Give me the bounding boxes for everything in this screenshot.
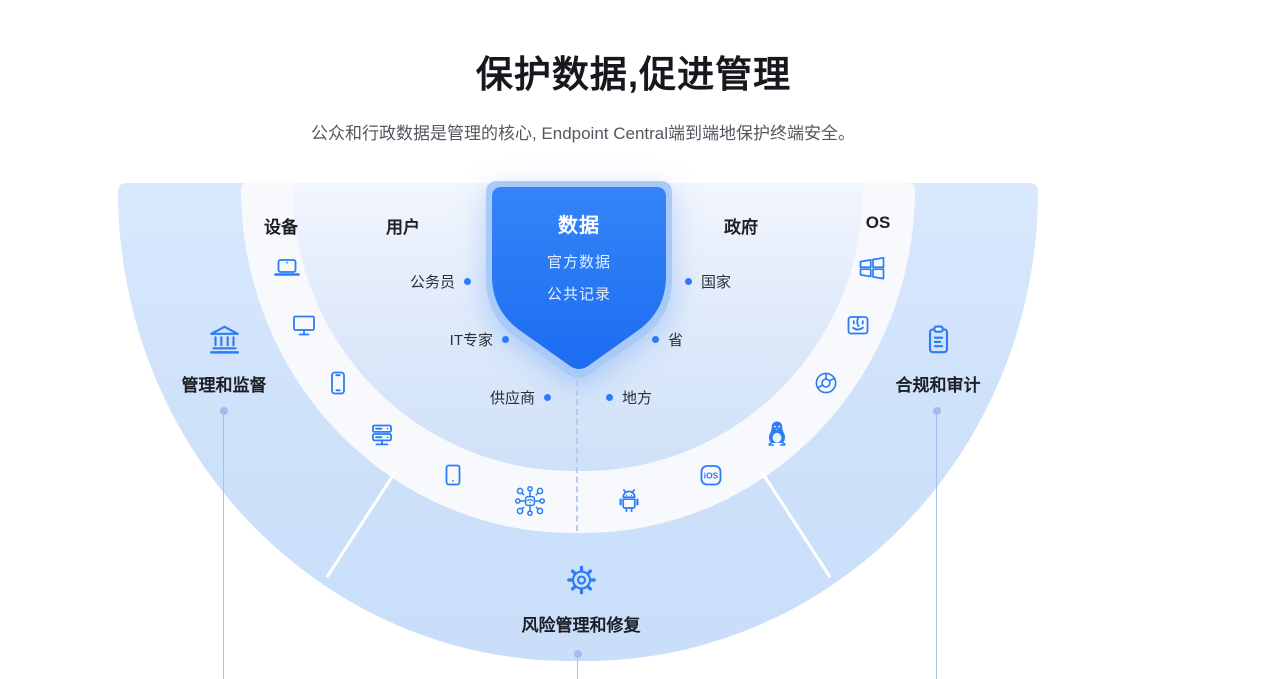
label-text: 公务员 [409,273,455,291]
data-shield: 数据 官方数据 公共记录 [486,181,672,381]
shield-title: 数据 [558,215,600,237]
bullet-dot [544,393,551,401]
label-text: IT专家 [449,331,493,349]
bullet-dot [685,277,692,285]
svg-text:iOS: iOS [704,470,719,480]
user-label-it-expert: IT专家 [450,328,509,350]
gear-icon [566,565,596,595]
ring-header-users: 用户 [386,218,420,237]
connector-line-right [936,415,937,679]
bullet-dot [464,277,471,285]
server-icon [372,424,392,446]
section-label: 合规和审计 [895,376,981,395]
label-text: 省 [668,331,684,349]
section-risk-management: 风险管理和修复 [522,562,641,636]
smartphone-icon [331,371,345,395]
connector-line-left [223,415,224,679]
page-subtitle: 公众和行政数据是管理的核心, Endpoint Central端到端地保护终端安… [310,124,856,143]
gov-label-local: 地方 [606,386,652,408]
section-label: 管理和监督 [181,376,267,395]
section-compliance-audit: 合规和审计 [896,322,981,396]
gov-label-province: 省 [652,328,683,350]
linux-icon [768,421,786,446]
connector-dot-right [933,407,941,415]
page-title: 保护数据,促进管理 [475,54,792,95]
shield-item: 官方数据 [546,254,611,271]
bullet-dot [502,335,509,343]
shield-item: 公共记录 [546,286,611,303]
label-text: 供应商 [489,389,535,407]
bank-icon [209,325,239,354]
label-text: 国家 [701,273,732,291]
ring-header-os: OS [865,213,891,232]
shield-icon [486,181,672,378]
android-icon [619,489,639,513]
bullet-dot [652,335,659,343]
connector-line-center [577,658,578,679]
chrome-icon [815,372,837,394]
connector-dot-center [574,650,582,658]
section-label: 风险管理和修复 [521,616,641,635]
windows-icon [859,256,885,280]
bullet-dot [606,393,613,401]
section-management-oversight: 管理和监督 [182,322,267,396]
ring-header-government: 政府 [724,218,758,237]
laptop-icon [274,259,300,276]
center-dashed-divider [576,380,578,531]
user-label-supplier: 供应商 [490,386,551,408]
gov-label-national: 国家 [685,270,731,292]
macos-icon [847,316,869,335]
connector-dot-left [220,407,228,415]
monitor-icon [293,315,315,336]
clipboard-icon [928,325,948,354]
user-label-civil-servant: 公务员 [410,270,471,292]
label-text: 地方 [622,389,653,407]
tablet-icon [445,464,461,486]
ring-header-devices: 设备 [264,218,298,237]
ios-icon: iOS [700,465,722,486]
iot-network-icon [514,485,546,517]
